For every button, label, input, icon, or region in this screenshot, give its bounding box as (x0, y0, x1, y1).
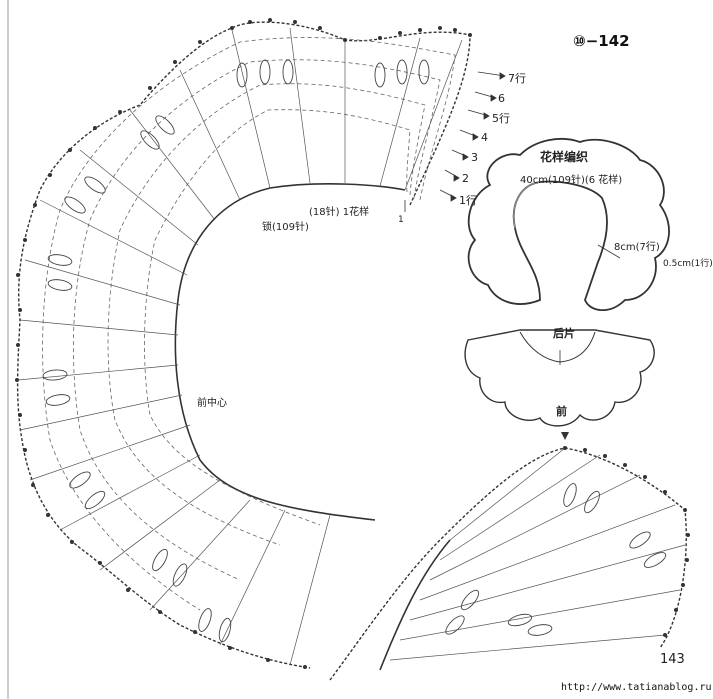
row-arcs-main (42, 37, 456, 611)
row-label: 7行 (508, 72, 526, 85)
collar-right-outer-edge (329, 447, 687, 681)
row-label: 5行 (492, 112, 510, 125)
collar-inner-edge (174, 183, 406, 521)
row-label: 2 (462, 172, 469, 185)
stitch-rays-right (389, 447, 686, 661)
row-arrows (439, 71, 506, 202)
back-piece-label: 后片 (553, 327, 575, 340)
inset-inner-arc (513, 181, 541, 229)
page-number: 143 (660, 652, 685, 667)
motif-repeat-label: (18针) 1花样 (309, 207, 370, 218)
inset-edge-note: 0.5cm(1行) (663, 259, 713, 269)
row-label: 6 (498, 92, 505, 105)
inset-title: 花样编织 (540, 150, 589, 164)
chain-count-label: 锁(109针) (262, 222, 309, 233)
picot-edge-main (15, 18, 472, 669)
inset-depth-arrow (597, 244, 621, 259)
row-label: 4 (481, 131, 488, 144)
center-marker (561, 432, 569, 440)
inset-width-note: 40cm(109针)(6 花样) (520, 175, 623, 186)
inset-depth-note: 8cm(7行) (614, 242, 660, 253)
crochet-chart (7, 0, 690, 699)
picot-edge-right (563, 446, 690, 637)
stitch-rays-main (17, 27, 463, 666)
collar-outer-edge (16, 21, 471, 669)
start-marker-label: 1 (398, 215, 404, 225)
collar-right-inner-edge (379, 539, 451, 671)
front-piece-label: 前 (556, 405, 567, 418)
inset-cape-outline (464, 329, 655, 427)
row-label: 1行 (459, 194, 477, 207)
petal-motifs-main (42, 59, 430, 643)
pattern-page: ⑩−142 143 http://www.tatianablog.ru 花样编织… (7, 0, 713, 699)
row-label: 3 (471, 151, 478, 164)
pattern-id: ⑩−142 (573, 32, 630, 50)
watermark-url: http://www.tatianablog.ru (561, 682, 712, 693)
front-center-label: 前中心 (197, 398, 227, 409)
inset-collar-outline (467, 138, 670, 312)
petal-motifs-right (445, 483, 667, 636)
